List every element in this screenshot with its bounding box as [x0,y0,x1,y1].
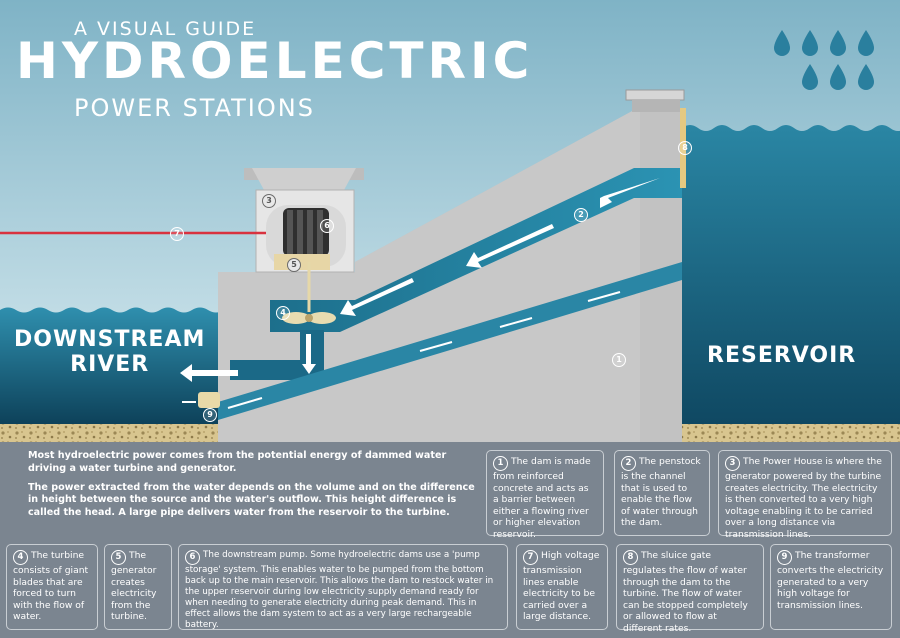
marker-sluice-gate: 8 [678,141,692,155]
note-number: 5 [111,550,126,565]
note-number: 8 [623,550,638,565]
raindrop-icon [774,30,874,90]
note-number: 2 [621,456,636,471]
note-text: The sluice gate regulates the flow of wa… [623,550,748,634]
flow-arrow-icon [180,178,660,382]
marker-transformer: 9 [203,408,217,422]
pump-flow-arrows [182,291,621,409]
reservoir-water [682,125,900,425]
kicker-title: A VISUAL GUIDE [74,18,257,40]
intro-paragraph-1: Most hydroelectric power comes from the … [28,450,447,474]
transformer-icon [198,392,220,408]
reservoir-bed-gravel [682,424,900,442]
note-number: 4 [13,550,28,565]
marker-turbine: 4 [276,306,290,320]
marker-power-house: 3 [262,194,276,208]
intro-text: Most hydroelectric power comes from the … [28,450,476,526]
downstream-label-line1: DOWNSTREAM [14,327,206,352]
note-text: The penstock is the channel that is used… [621,456,701,529]
subtitle: POWER STATIONS [74,94,315,122]
note-number: 3 [725,456,740,471]
note-text: The turbine consists of giant blades tha… [13,550,89,623]
marker-transmission: 7 [170,227,184,241]
main-title: HYDROELECTRIC [16,32,534,90]
marker-generator: 5 [287,258,301,272]
pump-storage-channel [218,262,682,420]
riverbed-gravel [0,424,220,442]
note-text: The transformer converts the electricity… [777,550,884,611]
intro-paragraph-2: The power extracted from the water depen… [28,481,475,519]
note-number: 7 [523,550,538,565]
marker-pump: 6 [320,219,334,233]
note-text: The downstream pump. Some hydroelectric … [185,550,494,630]
note-text: The Power House is where the generator p… [725,456,882,540]
note-text: The dam is made from reinforced concrete… [493,456,591,540]
marker-penstock: 2 [574,208,588,222]
note-number: 1 [493,456,508,471]
note-number: 6 [185,550,200,565]
downstream-river-label: DOWNSTREAM RIVER [14,327,205,377]
reservoir-label: RESERVOIR [707,343,857,368]
dam-crest [625,89,685,101]
downstream-river-water [0,307,224,425]
note-text: High voltage transmission lines enable e… [523,550,600,623]
note-number: 9 [777,550,792,565]
marker-dam: 1 [612,353,626,367]
info-panel [0,442,900,638]
note-text: The generator creates electricity from t… [111,550,157,623]
outflow-channel [230,330,324,380]
downstream-label-line2: RIVER [70,352,150,377]
